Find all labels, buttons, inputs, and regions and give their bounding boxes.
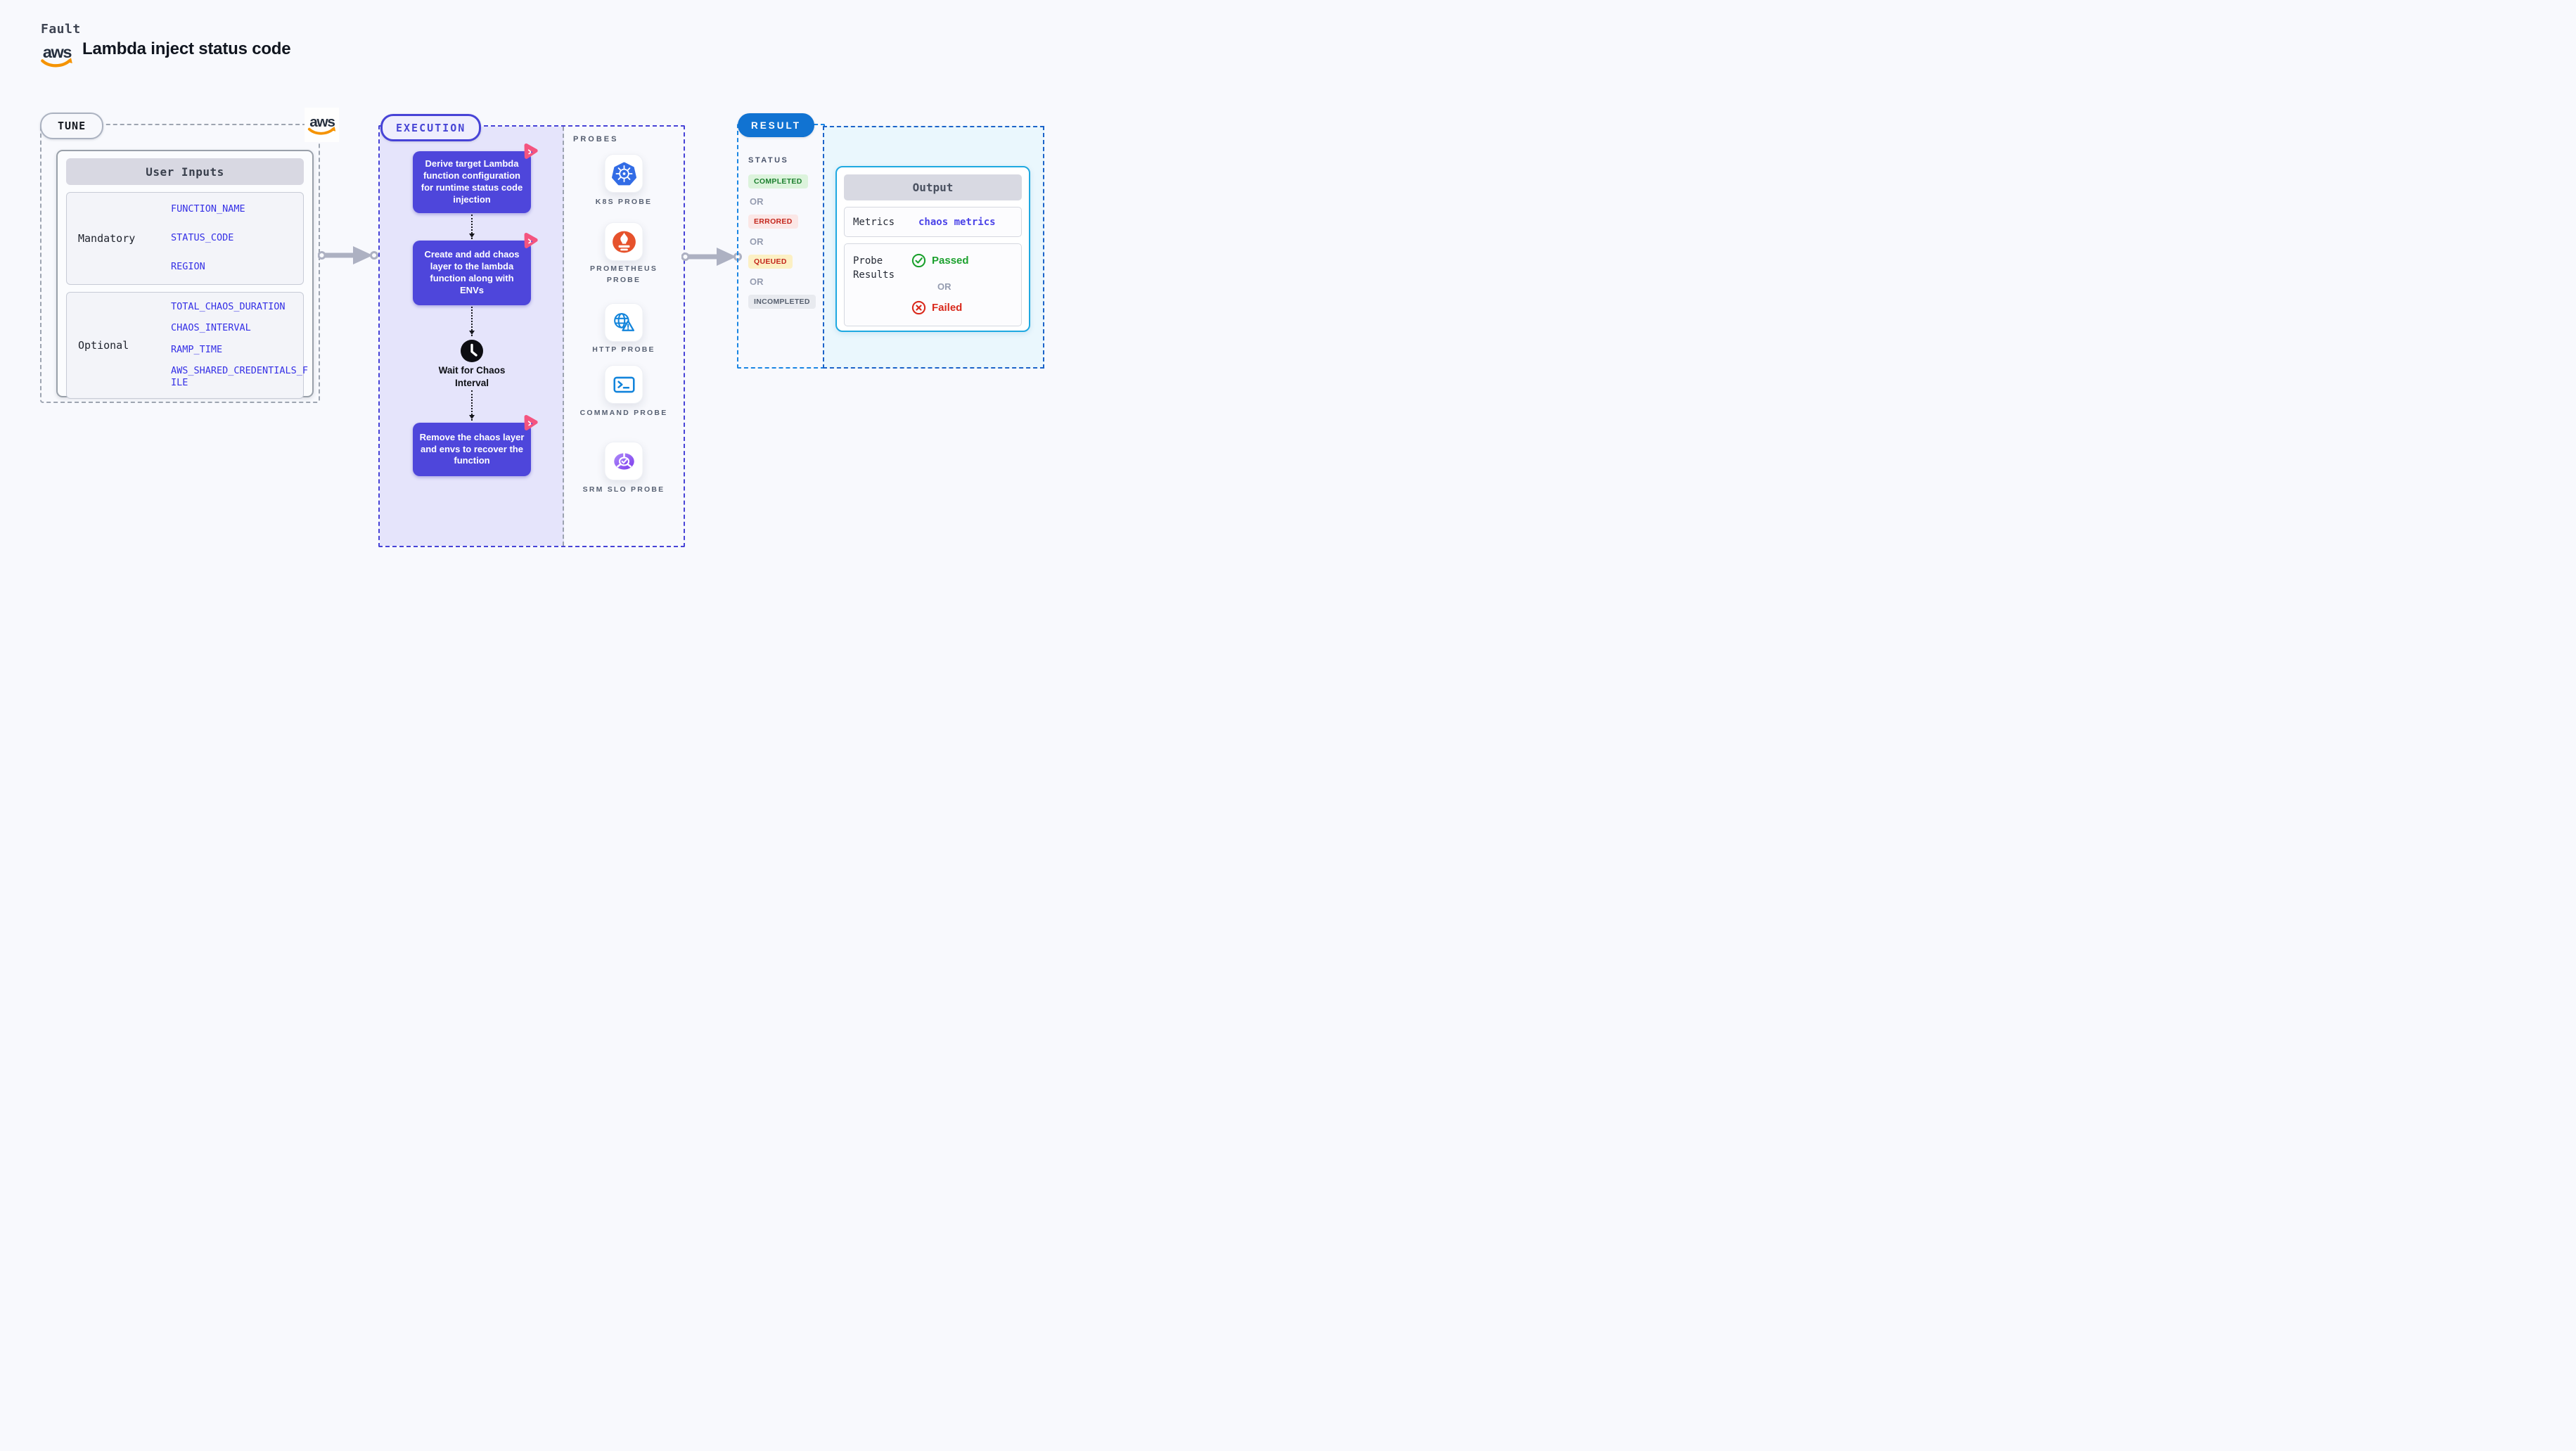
command-probe-card (604, 365, 643, 404)
probe-results-row: Probe Results Passed OR Failed (844, 243, 1022, 326)
arrow-execution-to-result (681, 248, 742, 266)
k8s-probe-card (604, 154, 643, 193)
env-var: RAMP_TIME (171, 343, 223, 355)
check-circle-icon (911, 253, 926, 268)
tune-badge: TUNE (40, 113, 104, 139)
result-output-panel: Output Metrics chaos metrics Probe Resul… (823, 126, 1044, 369)
flow-connector (469, 307, 475, 336)
srm-slo-icon (613, 452, 634, 470)
status-title: STATUS (748, 156, 789, 165)
optional-label: Optional (78, 339, 129, 352)
mandatory-values: FUNCTION_NAME STATUS_CODE REGION (171, 193, 312, 284)
or-separator: OR (750, 236, 764, 247)
step-text: Derive target Lambda function configurat… (421, 158, 523, 205)
litmus-chaos-icon (524, 414, 538, 430)
env-var: REGION (171, 261, 205, 273)
output-card: Output Metrics chaos metrics Probe Resul… (835, 166, 1030, 332)
status-badge-queued: QUEUED (748, 255, 793, 269)
fault-kicker-label: Fault (41, 22, 81, 37)
aws-logo: aws (39, 42, 75, 74)
probe-label: SRM SLO PROBE (582, 485, 665, 494)
step-text: Remove the chaos layer and envs to recov… (419, 431, 525, 466)
probes-title: PROBES (573, 135, 619, 143)
env-var: STATUS_CODE (171, 232, 234, 244)
probe-label: COMMAND PROBE (579, 409, 668, 417)
http-globe-warning-icon (614, 312, 635, 331)
page-title: Lambda inject status code (82, 39, 291, 58)
env-var: FUNCTION_NAME (171, 203, 245, 215)
wait-step-label: Wait for Chaos Interval (438, 365, 506, 388)
passed-label: Passed (932, 255, 969, 267)
probe-label: HTTP PROBE (592, 345, 655, 354)
step-text: Create and add chaos layer to the lambda… (424, 249, 520, 295)
passed-result: Passed (911, 253, 969, 268)
clock-icon (460, 339, 484, 363)
probe-results-label: Probe Results (853, 255, 895, 281)
result-badge: RESULT (738, 113, 814, 137)
metrics-value: chaos metrics (918, 216, 996, 228)
env-var: CHAOS_INTERVAL (171, 322, 251, 334)
optional-inputs-row: Optional TOTAL_CHAOS_DURATION CHAOS_INTE… (66, 292, 308, 399)
aws-logo-small-svg: aws (307, 113, 335, 135)
or-separator: OR (750, 276, 764, 287)
result-status-section: RESULT STATUS COMPLETED OR ERRORED OR QU… (737, 113, 825, 369)
or-separator: OR (937, 281, 951, 292)
probe-label: PROMETHEUS PROBE (589, 264, 658, 285)
status-badge-incompleted: INCOMPLETED (748, 295, 816, 309)
arrow-tune-to-execution (318, 246, 378, 264)
failed-result: Failed (911, 300, 962, 315)
diagram-canvas: Fault aws Lambda inject status code TUNE… (0, 0, 1103, 621)
env-var: TOTAL_CHAOS_DURATION (171, 301, 286, 312)
http-probe-card (604, 303, 643, 342)
user-inputs-header: User Inputs (66, 158, 304, 185)
litmus-chaos-icon (524, 232, 538, 248)
optional-values: TOTAL_CHAOS_DURATION CHAOS_INTERVAL RAMP… (171, 293, 312, 398)
mandatory-label: Mandatory (78, 232, 136, 245)
execution-badge: EXECUTION (380, 114, 482, 141)
svg-text:aws: aws (43, 43, 72, 61)
execution-step-3: Remove the chaos layer and envs to recov… (413, 414, 538, 476)
metrics-label: Metrics (853, 216, 895, 228)
kubernetes-icon (611, 162, 636, 185)
mandatory-inputs-row: Mandatory FUNCTION_NAME STATUS_CODE REGI… (66, 192, 304, 285)
flow-connector (469, 390, 475, 421)
srm-slo-probe-card (604, 442, 643, 480)
user-inputs-card: User Inputs Mandatory FUNCTION_NAME STAT… (56, 150, 314, 399)
flow-connector (469, 215, 475, 239)
prometheus-icon (612, 231, 636, 253)
aws-logo-small: aws (305, 108, 339, 142)
metrics-row: Metrics chaos metrics (844, 207, 1022, 237)
probe-label: K8S PROBE (595, 198, 653, 206)
execution-flow-area: Derive target Lambda function configurat… (380, 127, 564, 546)
status-badge-errored: ERRORED (748, 215, 798, 229)
execution-step-1: Derive target Lambda function configurat… (413, 143, 538, 213)
failed-label: Failed (932, 302, 963, 314)
status-list: COMPLETED OR ERRORED OR QUEUED OR INCOMP… (748, 174, 816, 317)
aws-logo-svg: aws (41, 43, 73, 68)
execution-section: Derive target Lambda function configurat… (378, 114, 685, 547)
tune-section: TUNE aws User Inputs Mandatory FUNCTION_… (40, 108, 339, 403)
probes-section: PROBES K8S PROBE (564, 127, 684, 546)
svg-text:aws: aws (309, 113, 335, 129)
or-separator: OR (750, 196, 764, 207)
output-header: Output (844, 174, 1022, 200)
terminal-icon (613, 376, 635, 392)
litmus-chaos-icon (524, 143, 538, 159)
prometheus-probe-card (604, 222, 643, 261)
env-var: AWS_SHARED_CREDENTIALS_FILE (171, 364, 309, 389)
x-circle-icon (911, 300, 926, 315)
execution-step-2: Create and add chaos layer to the lambda… (413, 232, 538, 305)
status-badge-completed: COMPLETED (748, 174, 808, 188)
